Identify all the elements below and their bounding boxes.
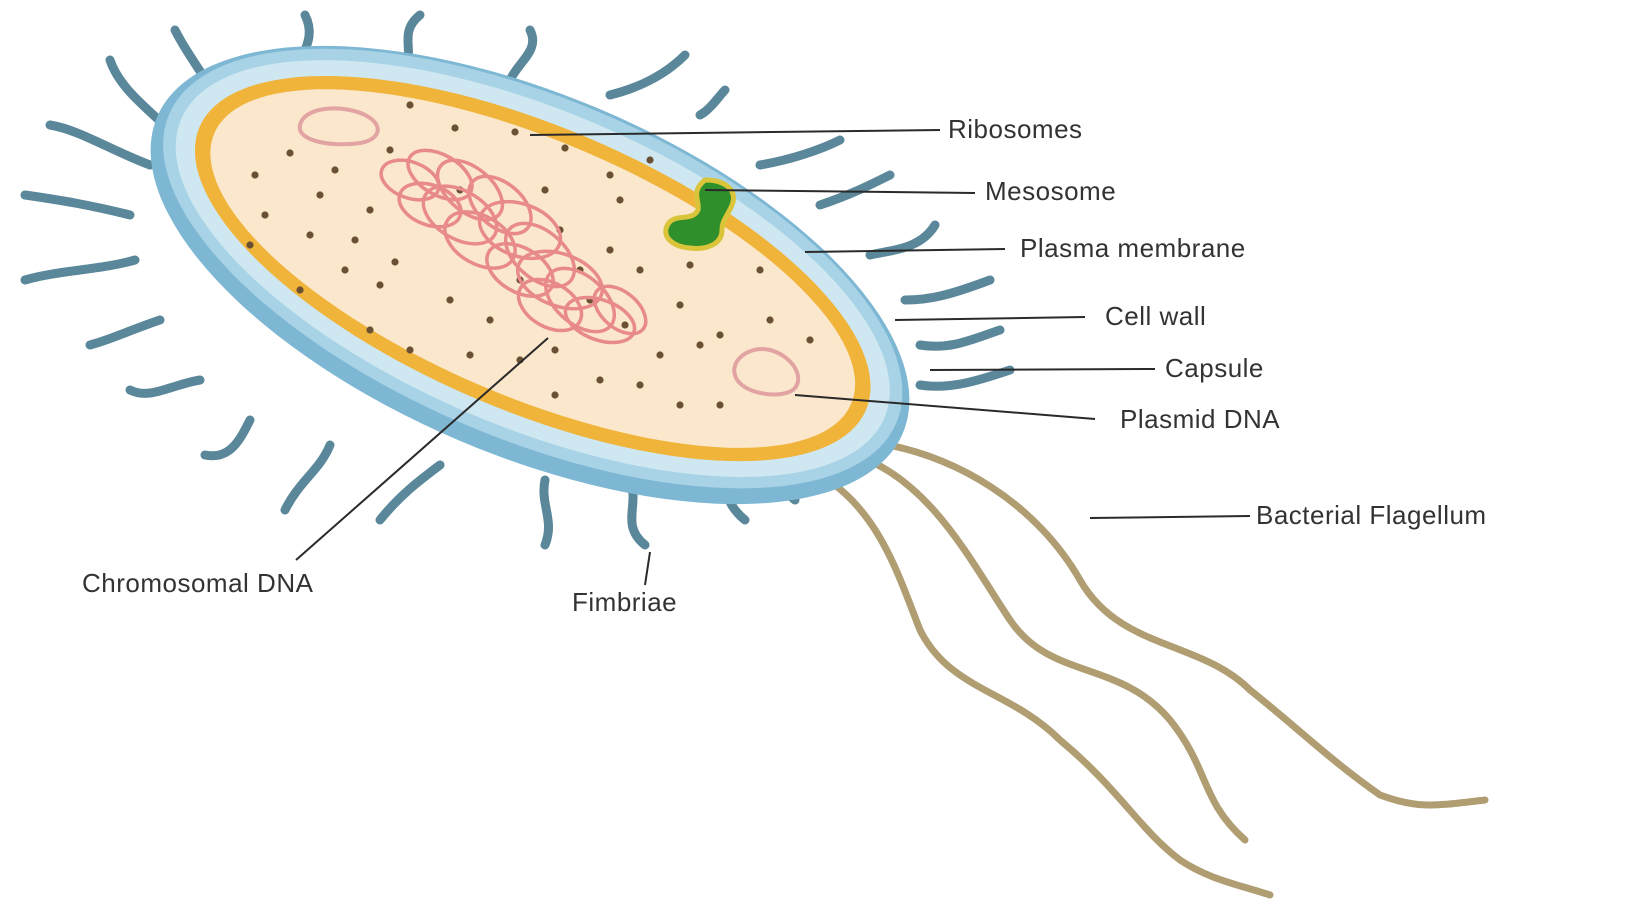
ribosome-dot: [636, 266, 643, 273]
fimbria: [205, 420, 250, 456]
ribosome-dot: [341, 266, 348, 273]
leader-fimbriae: [645, 552, 650, 585]
ribosome-dot: [306, 231, 313, 238]
cell-body: [87, 0, 973, 599]
ribosome-dot: [406, 346, 413, 353]
flagellum-2: [855, 455, 1245, 840]
ribosome-dot: [561, 144, 568, 151]
fimbria: [285, 445, 330, 510]
fimbria: [130, 380, 200, 393]
fimbria: [700, 90, 725, 115]
ribosome-dot: [606, 171, 613, 178]
ribosome-dot: [596, 376, 603, 383]
label-plasma-membrane: Plasma membrane: [1020, 233, 1246, 263]
fimbria: [905, 280, 990, 300]
ribosome-dot: [676, 401, 683, 408]
ribosome-dot: [806, 336, 813, 343]
ribosome-dot: [656, 351, 663, 358]
label-bacterial-flagellum: Bacterial Flagellum: [1256, 500, 1487, 530]
fimbria: [610, 55, 685, 95]
ribosome-dot: [756, 266, 763, 273]
fimbria: [25, 260, 135, 280]
ribosome-dot: [616, 196, 623, 203]
ribosome-dot: [716, 401, 723, 408]
fimbria: [50, 125, 150, 165]
label-capsule: Capsule: [1165, 353, 1264, 383]
fimbria: [760, 140, 840, 165]
fimbria: [25, 195, 130, 215]
leader-bacterial-flagellum: [1090, 516, 1250, 518]
ribosome-dot: [696, 341, 703, 348]
flagellum-3: [820, 475, 1270, 895]
ribosome-dot: [621, 321, 628, 328]
fimbria: [90, 320, 160, 345]
ribosome-dot: [636, 381, 643, 388]
label-fimbriae: Fimbriae: [572, 587, 677, 617]
ribosome-dot: [451, 124, 458, 131]
ribosome-dot: [551, 391, 558, 398]
fimbria: [544, 480, 549, 545]
ribosome-dot: [551, 346, 558, 353]
fimbria: [920, 330, 1000, 346]
leader-cell-wall: [895, 317, 1085, 320]
ribosome-dot: [766, 316, 773, 323]
leader-capsule: [930, 369, 1155, 370]
ribosome-dot: [716, 331, 723, 338]
ribosome-dot: [446, 296, 453, 303]
ribosome-dot: [386, 146, 393, 153]
ribosome-dot: [606, 246, 613, 253]
ribosome-dot: [646, 156, 653, 163]
ribosome-dot: [316, 191, 323, 198]
flagellum-1: [855, 440, 1485, 805]
ribosome-dot: [246, 241, 253, 248]
ribosome-dot: [286, 149, 293, 156]
label-ribosomes: Ribosomes: [948, 114, 1083, 144]
ribosome-dot: [511, 128, 518, 135]
fimbria: [380, 465, 440, 520]
ribosome-dot: [686, 261, 693, 268]
fimbria: [510, 30, 533, 80]
ribosome-dot: [406, 101, 413, 108]
ribosome-dot: [296, 286, 303, 293]
ribosome-dot: [466, 351, 473, 358]
ribosome-dot: [676, 301, 683, 308]
ribosome-dot: [391, 258, 398, 265]
ribosome-dot: [331, 166, 338, 173]
label-mesosome: Mesosome: [985, 176, 1116, 206]
fimbria: [820, 175, 890, 205]
ribosome-dot: [486, 316, 493, 323]
ribosome-dot: [376, 281, 383, 288]
ribosome-dot: [261, 211, 268, 218]
ribosome-dot: [366, 206, 373, 213]
label-cell-wall: Cell wall: [1105, 301, 1206, 331]
label-chromosomal-dna: Chromosomal DNA: [82, 568, 314, 598]
ribosome-dot: [541, 186, 548, 193]
ribosome-dot: [366, 326, 373, 333]
ribosome-dot: [251, 171, 258, 178]
label-plasmid-dna: Plasmid DNA: [1120, 404, 1280, 434]
fimbria: [920, 370, 1010, 386]
ribosome-dot: [351, 236, 358, 243]
